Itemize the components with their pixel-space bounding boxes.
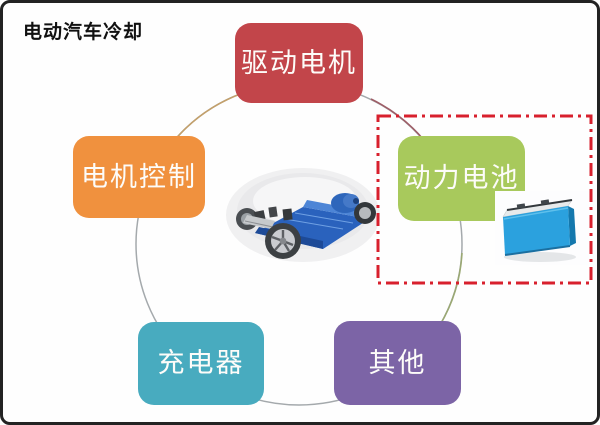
node-power-battery-label: 动力电池 <box>403 163 520 193</box>
highlight-dashed-border <box>376 114 593 285</box>
node-drive-motor: 驱动电机 <box>235 23 363 103</box>
node-charger-label: 充电器 <box>157 348 245 378</box>
cycle-arc-right <box>439 252 463 326</box>
battery-cell-photo <box>495 191 589 265</box>
node-motor-control-label: 电机控制 <box>81 161 197 192</box>
page-title: 电动汽车冷却 <box>23 22 144 43</box>
node-charger: 充电器 <box>138 322 264 405</box>
node-other: 其他 <box>334 321 461 405</box>
ev-chassis-photo <box>226 168 380 262</box>
node-motor-control: 电机控制 <box>73 136 205 218</box>
node-drive-motor-label: 驱动电机 <box>241 47 357 78</box>
node-other-label: 其他 <box>368 347 427 378</box>
highlight-dashed-rect <box>376 114 593 285</box>
